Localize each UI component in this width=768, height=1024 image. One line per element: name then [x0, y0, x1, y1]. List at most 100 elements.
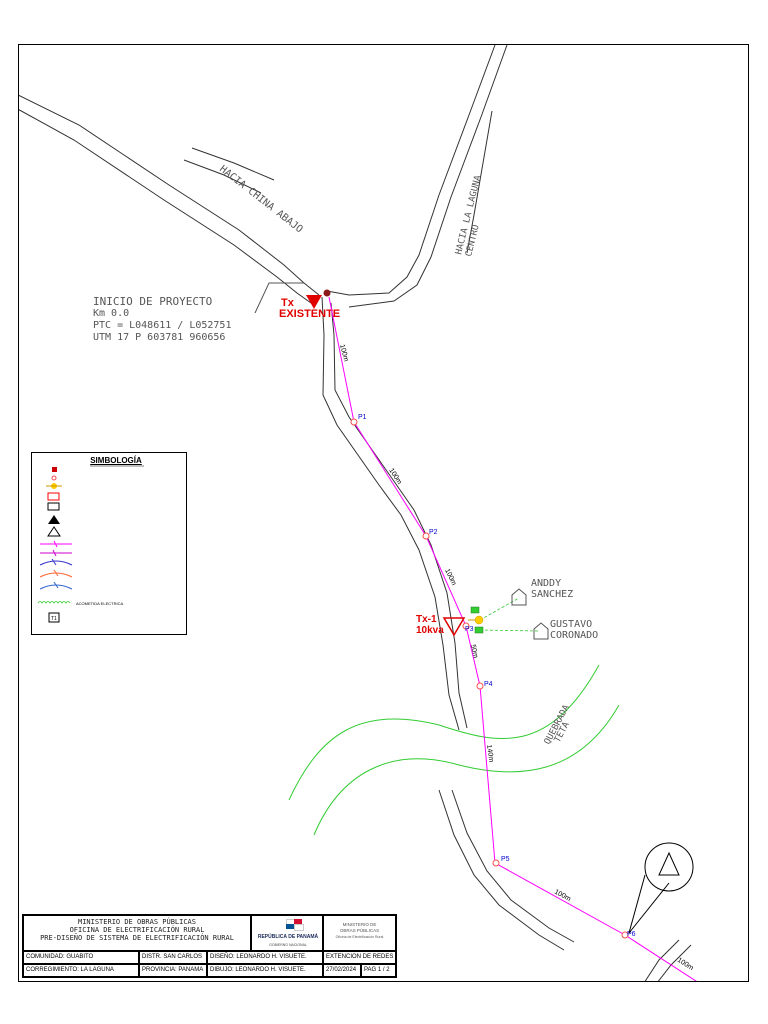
office-line-3: Oficina de Electrificación Rural [335, 935, 384, 939]
house-coronado-icon [533, 622, 549, 640]
callout-triangle-icon [658, 851, 680, 876]
pole-p5-icon [492, 859, 500, 867]
house-coronado-label-line2: CORONADO [550, 630, 598, 641]
service-drop-sanchez [479, 597, 520, 621]
distance-p2-p3: 100m [443, 568, 457, 587]
panama-flag-icon [286, 919, 304, 931]
legend-box: SIMBOLOGÍA [31, 452, 187, 635]
service-drop-coronado [479, 629, 540, 632]
house-sanchez-label: ANDDY [531, 578, 561, 589]
office-line-2: OBRAS PÚBLICAS [339, 928, 380, 933]
house-sanchez-label-line2: SANCHEZ [531, 589, 573, 600]
road-la-laguna-edge-a [326, 45, 496, 296]
ministry-header: MINISTERIO DE OBRAS PÚBLICAS OFICINA DE … [23, 915, 251, 951]
legend-river-line-icon [37, 601, 71, 604]
pole-p2-icon [422, 532, 430, 540]
drawing-frame: HACIA CHINA ABAJO HACIA LA LAGUNA CENTRO… [18, 44, 749, 982]
distance-start-p1: 100m [338, 344, 349, 363]
project-start-note: INICIO DE PROYECTO Km 0.0 PTC = L048611 … [93, 282, 304, 343]
callout-leader-a [628, 874, 646, 934]
road-spur-edge-a [191, 147, 275, 181]
date-cell: 27/02/2024 [323, 964, 361, 977]
legend-filled-triangle-icon [48, 515, 60, 524]
tx-existing-label: Tx [281, 297, 295, 309]
road-south-edge-b [451, 789, 575, 943]
pole-p2-label: P2 [429, 529, 438, 536]
road-la-laguna-edge-b [348, 45, 508, 308]
pole-p4-icon [476, 682, 484, 690]
province-cell: PROVINCIA: PANAMA [139, 964, 207, 977]
legend-black-rectangle-icon [47, 502, 60, 511]
ministry-line-2: OFICINA DE ELECTRIFICACIÓN RURAL [69, 926, 205, 934]
road-spur-laguna [466, 110, 493, 254]
legend-meter-box-icon [48, 612, 60, 623]
legend-title: SIMBOLOGÍA [90, 456, 142, 465]
legend-symbols: ACOMETIDA ELECTRICA T1 [37, 465, 144, 623]
road-main-edge-b [330, 302, 468, 729]
legend-primary-line-icon [40, 540, 72, 548]
legend-river-line-label: ACOMETIDA ELECTRICA [76, 601, 123, 606]
river-edge-south [313, 704, 620, 836]
legend-outline-triangle-icon [47, 526, 61, 537]
legend-secondary-line-icon [40, 549, 72, 557]
pole-p3-icon [462, 622, 470, 630]
design-cell: DISEÑO: LEONARDO H. VISUETE. [207, 951, 323, 964]
republic-block: REPÚBLICA DE PANAMÁ GOBIERNO NACIONAL [251, 915, 323, 951]
luminaire-icon [474, 615, 484, 625]
pole-p3-label: P3 [465, 626, 474, 633]
legend-luminaire-icon [46, 483, 62, 489]
republic-label: REPÚBLICA DE PANAMÁ [257, 934, 319, 940]
river-edge-north [288, 664, 600, 801]
road-south-edge-a [438, 789, 565, 951]
distance-p3-p4: 50m [469, 644, 479, 659]
ministry-line-3: PRE-DISEÑO DE SISTEMA DE ELECTRIFICACIÓN… [40, 934, 234, 942]
legend-existing-transformer-icon [52, 467, 57, 472]
project-start-title: INICIO DE PROYECTO [93, 295, 212, 308]
road-china-abajo-edge-b [19, 109, 312, 304]
road-south-edge-c [644, 939, 680, 981]
new-transformer-icon [442, 617, 466, 637]
existing-transformer-icon [306, 295, 322, 309]
project-start-km: Km 0.0 [93, 308, 129, 319]
drawing-cell: DIBUJO: LEONARDO H. VISUETE. [207, 964, 323, 977]
project-start-leader [254, 282, 304, 314]
house-sanchez-icon [511, 588, 527, 606]
government-label: GOBIERNO NACIONAL [269, 943, 307, 947]
house-coronado-label: GUSTAVO [550, 619, 592, 630]
callout-circle [644, 842, 694, 892]
start-pole-icon [323, 289, 331, 297]
legend-meter-box-label: T1 [51, 616, 57, 622]
ministry-line-1: MINISTERIO DE OBRAS PÚBLICAS [77, 918, 196, 926]
road-main-edge-a [321, 296, 460, 731]
pole-p6-label: P6 [627, 931, 636, 938]
tx-existing-label-line2: EXISTENTE [279, 308, 340, 320]
pole-p1-icon [350, 418, 358, 426]
project-cell: EXTENCION DE REDES [323, 951, 396, 964]
callout-leader-b [628, 882, 670, 934]
legend-existing-secondary-line-icon [39, 581, 73, 590]
project-start-utm: UTM 17 P 603781 960656 [93, 332, 225, 343]
pole-p4-label: P4 [484, 681, 493, 688]
district-cell: DISTR. SAN CARLOS [139, 951, 207, 964]
pole-p6-icon [621, 931, 629, 939]
pole-p1-label: P1 [358, 414, 367, 421]
office-block: MINISTERIO DE OBRAS PÚBLICAS Oficina de … [323, 915, 396, 951]
community-cell: COMUNIDAD: GUABITO [23, 951, 139, 964]
meter-sanchez-icon [470, 606, 480, 614]
road-china-abajo-edge-a [19, 94, 320, 296]
legend-existing-line-icon [39, 569, 73, 578]
title-block: MINISTERIO DE OBRAS PÚBLICAS OFICINA DE … [22, 914, 397, 978]
legend-new-pole-icon [51, 475, 57, 481]
tx-new-label-line2: 10kva [416, 625, 444, 636]
power-line [328, 296, 697, 981]
pole-p5-label: P5 [501, 856, 510, 863]
distance-p4-p5: 140m [485, 744, 494, 762]
legend-primary-secondary-line-icon [39, 558, 73, 566]
tx-new-label: Tx-1 [416, 614, 437, 625]
project-start-ptc: PTC = L048611 / L052751 [93, 320, 231, 331]
office-line-1: MINISTERIO DE [342, 922, 377, 927]
site-map: HACIA CHINA ABAJO HACIA LA LAGUNA CENTRO… [19, 45, 697, 981]
legend-red-rectangle-icon [47, 492, 60, 501]
road-spur-edge-b [183, 159, 262, 194]
page-cell: PAG 1 / 2 [361, 964, 396, 977]
